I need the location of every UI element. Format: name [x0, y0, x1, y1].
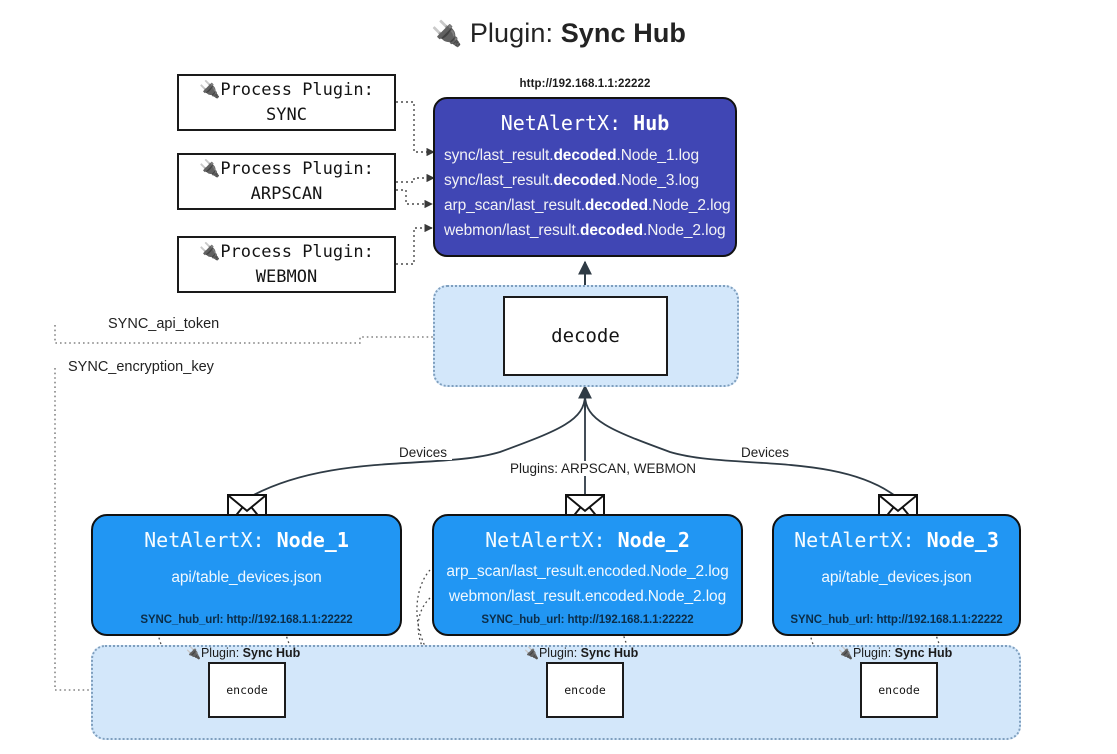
proc-line-2: WEBMON	[255, 266, 318, 287]
edge-label-devices-right: Devices	[736, 445, 795, 460]
proc-line-2: ARPSCAN	[250, 183, 323, 204]
node-body: api/table_devices.json	[93, 566, 400, 591]
proc-line-1: 🔌Process Plugin:	[199, 79, 374, 100]
plug-icon: 🔌	[186, 646, 201, 660]
netalertx-node-1[interactable]: NetAlertX: Node_1 api/table_devices.json…	[91, 514, 402, 636]
edge-label-devices-left: Devices	[394, 445, 453, 460]
process-plugin-arpscan[interactable]: 🔌Process Plugin: ARPSCAN	[177, 153, 396, 210]
hub-log-line: sync/last_result.decoded.Node_1.log	[444, 147, 699, 164]
plug-icon: 🔌	[430, 20, 463, 48]
proc-line-2: SYNC	[266, 104, 307, 125]
node-body: arp_scan/last_result.encoded.Node_2.log …	[434, 560, 741, 610]
plug-icon: 🔌	[199, 158, 221, 179]
hub-log-line: webmon/last_result.decoded.Node_2.log	[444, 222, 726, 240]
proc-line-1: 🔌Process Plugin:	[199, 241, 374, 262]
node-footer: SYNC_hub_url: http://192.168.1.1:22222	[481, 614, 694, 626]
plug-icon: 🔌	[838, 646, 853, 660]
token-label-api: SYNC_api_token	[104, 316, 224, 332]
node-body: api/table_devices.json	[774, 566, 1019, 591]
process-plugin-sync[interactable]: 🔌Process Plugin: SYNC	[177, 74, 396, 131]
netalertx-node-2[interactable]: NetAlertX: Node_2 arp_scan/last_result.e…	[432, 514, 743, 636]
plug-icon: 🔌	[524, 646, 539, 660]
node-footer: SYNC_hub_url: http://192.168.1.1:22222	[140, 614, 353, 626]
edge-label-plugins-center: Plugins: ARPSCAN, WEBMON	[505, 461, 702, 476]
node-line: webmon/last_result.encoded.Node_2.log	[448, 587, 727, 605]
node-line: arp_scan/last_result.encoded.Node_2.log	[446, 563, 729, 580]
hub-log-line: arp_scan/last_result.decoded.Node_2.log	[444, 197, 731, 215]
node-title: NetAlertX: Node_3	[794, 528, 999, 552]
encode-caption: 🔌Plugin: Sync Hub	[524, 646, 639, 660]
hub-log-list: sync/last_result.decoded.Node_1.log sync…	[435, 143, 735, 243]
encode-caption: 🔌Plugin: Sync Hub	[186, 646, 301, 660]
decode-box[interactable]: decode	[503, 296, 668, 376]
token-label-encryption: SYNC_encryption_key	[64, 359, 218, 375]
hub-title: NetAlertX: Hub	[500, 111, 670, 135]
hub-url-label: http://192.168.1.1:22222	[519, 78, 651, 90]
proc-line-1: 🔌Process Plugin:	[199, 158, 374, 179]
hub-node[interactable]: NetAlertX: Hub sync/last_result.decoded.…	[433, 97, 737, 257]
encode-box-node-3[interactable]: encode	[860, 662, 938, 718]
plug-icon: 🔌	[199, 241, 221, 262]
plug-icon: 🔌	[199, 79, 221, 100]
node-line: api/table_devices.json	[821, 569, 972, 586]
page-title: 🔌 Plugin: Sync Hub	[0, 18, 1117, 49]
title-prefix: Plugin:	[469, 18, 554, 48]
encode-caption: 🔌Plugin: Sync Hub	[838, 646, 953, 660]
process-plugin-webmon[interactable]: 🔌Process Plugin: WEBMON	[177, 236, 396, 293]
title-name: Sync Hub	[560, 18, 687, 48]
netalertx-node-3[interactable]: NetAlertX: Node_3 api/table_devices.json…	[772, 514, 1021, 636]
node-line: api/table_devices.json	[171, 569, 322, 586]
node-title: NetAlertX: Node_1	[144, 528, 349, 552]
node-footer: SYNC_hub_url: http://192.168.1.1:22222	[790, 614, 1003, 626]
node-title: NetAlertX: Node_2	[485, 528, 690, 552]
hub-log-line: sync/last_result.decoded.Node_3.log	[444, 172, 699, 190]
encode-box-node-1[interactable]: encode	[208, 662, 286, 718]
encode-box-node-2[interactable]: encode	[546, 662, 624, 718]
